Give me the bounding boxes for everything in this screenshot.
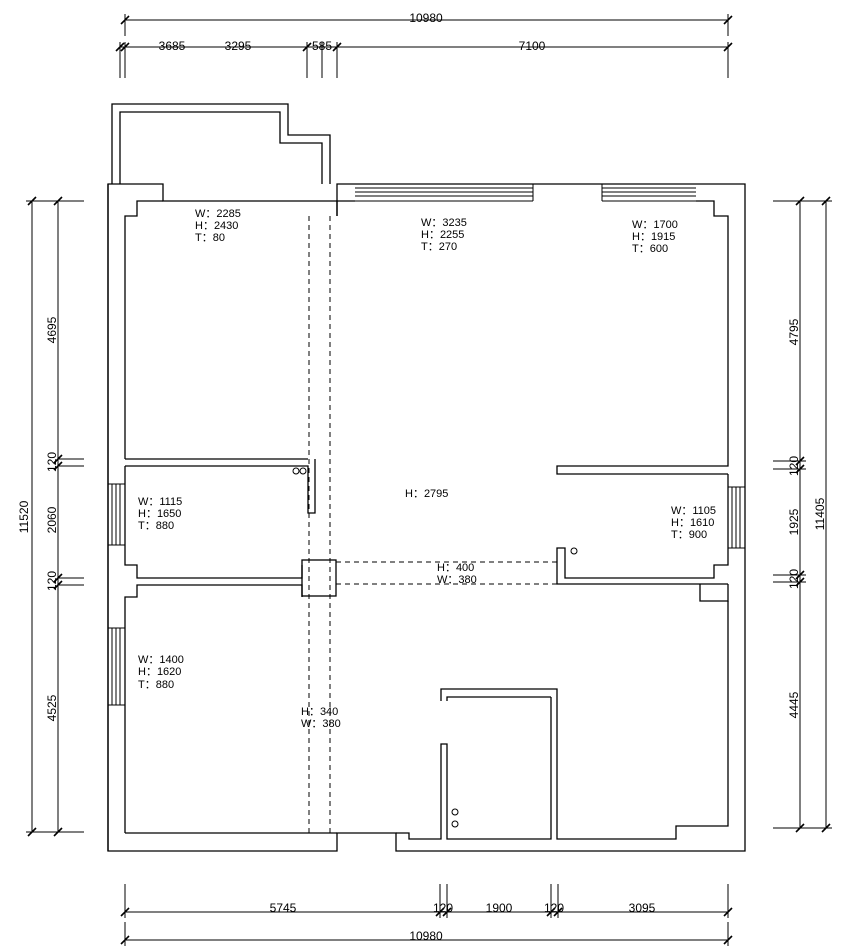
- top-dim-1: 3685: [159, 39, 186, 53]
- svg-text:H：1610: H：1610: [671, 517, 714, 529]
- ceiling-height-label: H：2795: [405, 488, 448, 500]
- column-junction: [301, 559, 337, 597]
- windows: [108, 183, 745, 706]
- right-total-dim: 11405: [813, 497, 827, 530]
- left-dim-3: 2060: [45, 506, 59, 533]
- bottom-dim-4: 120: [544, 901, 564, 915]
- bottom-dim-1: 5745: [270, 901, 297, 915]
- opening-window-left-middle: W：1115 H：1650 T：880: [138, 496, 182, 532]
- svg-text:T：80: T：80: [195, 232, 225, 244]
- right-dim-3: 1925: [787, 508, 801, 535]
- beam-horizontal-label: H：400 W：380: [437, 562, 477, 586]
- top-dim-3: 585: [312, 39, 332, 53]
- svg-text:T：270: T：270: [421, 241, 457, 253]
- svg-text:H：1915: H：1915: [632, 231, 675, 243]
- window-top-right: [601, 183, 696, 202]
- svg-text:W：1105: W：1105: [671, 505, 716, 517]
- opening-window-right: W：1105 H：1610 T：900: [671, 505, 716, 541]
- pipe-icon: [451, 820, 459, 828]
- bathroom-wall: [440, 688, 558, 701]
- outer-wall: [107, 183, 746, 852]
- top-dimensions: 10980 3685 3295 585 7100: [115, 11, 733, 78]
- opening-annotations: W：2285 H：2430 T：80 W：3235 H：2255 T：270 W…: [138, 208, 716, 691]
- left-total-dim: 11520: [17, 500, 31, 533]
- left-dim-4: 120: [45, 571, 59, 591]
- bottom-dim-5: 3095: [629, 901, 656, 915]
- opening-window-left-lower: W：1400 H：1620 T：880: [138, 654, 184, 691]
- balcony-outline: [111, 103, 331, 184]
- svg-text:H：2255: H：2255: [421, 229, 464, 241]
- left-dim-1: 4695: [45, 316, 59, 343]
- pipe-icon: [299, 467, 307, 475]
- left-dim-2: 120: [45, 452, 59, 472]
- svg-text:H：1650: H：1650: [138, 508, 181, 520]
- svg-text:W：1115: W：1115: [138, 496, 182, 508]
- right-dimensions: 4795 120 1925 120 4445 11405: [773, 196, 832, 833]
- bottom-dimensions: 5745 120 1900 120 3095 10980: [120, 884, 733, 946]
- beam-annotations: H：400 W：380 H：340 W：380: [301, 562, 477, 730]
- svg-text:W：1700: W：1700: [632, 219, 678, 231]
- pipe-icon: [451, 808, 459, 816]
- svg-text:T：600: T：600: [632, 243, 668, 255]
- right-dim-1: 4795: [787, 318, 801, 345]
- right-dim-5: 4445: [787, 691, 801, 718]
- top-total-dim: 10980: [409, 11, 443, 25]
- opening-window-top-center: W：3235 H：2255 T：270: [421, 217, 467, 253]
- right-small-room-wall: [556, 474, 729, 585]
- beam-vertical-label: H：340 W：380: [301, 706, 341, 730]
- svg-text:W：1400: W：1400: [138, 654, 184, 666]
- window-top-center: [355, 183, 534, 202]
- top-dim-4: 7100: [519, 39, 546, 53]
- lower-right-room-wall: [396, 601, 729, 840]
- svg-text:H：400: H：400: [437, 562, 474, 574]
- beams: [308, 216, 557, 833]
- top-left-room-wall: [124, 200, 163, 459]
- middle-left-room-wall: [125, 459, 316, 514]
- window-right: [728, 486, 745, 549]
- left-dim-5: 4525: [45, 694, 59, 721]
- opening-balcony-door: W：2285 H：2430 T：80: [195, 208, 241, 244]
- svg-text:T：880: T：880: [138, 679, 174, 691]
- walls: [107, 103, 746, 852]
- svg-text:T：900: T：900: [671, 529, 707, 541]
- svg-text:H：1620: H：1620: [138, 666, 181, 678]
- svg-text:W：380: W：380: [301, 718, 341, 730]
- right-dim-2: 120: [787, 456, 801, 476]
- right-dim-4: 120: [787, 569, 801, 589]
- bottom-total-dim: 10980: [409, 929, 443, 943]
- window-left-middle: [108, 483, 125, 546]
- svg-text:H：340: H：340: [301, 706, 338, 718]
- svg-text:H：2430: H：2430: [195, 220, 238, 232]
- bottom-dim-2: 120: [433, 901, 453, 915]
- bottom-dim-3: 1900: [486, 901, 513, 915]
- svg-text:W：380: W：380: [437, 574, 477, 586]
- left-dimensions: 11520 4695 120 2060 120 4525: [17, 196, 84, 837]
- svg-text:W：3235: W：3235: [421, 217, 467, 229]
- pipe-icon: [570, 547, 578, 555]
- lower-left-room-wall: [124, 584, 303, 833]
- pipes: [292, 467, 578, 828]
- top-dim-2: 3295: [225, 39, 252, 53]
- svg-text:W：2285: W：2285: [195, 208, 241, 220]
- opening-window-top-right: W：1700 H：1915 T：600: [632, 219, 678, 255]
- window-left-lower: [108, 627, 125, 706]
- pipe-icon: [292, 467, 300, 475]
- svg-text:T：880: T：880: [138, 520, 174, 532]
